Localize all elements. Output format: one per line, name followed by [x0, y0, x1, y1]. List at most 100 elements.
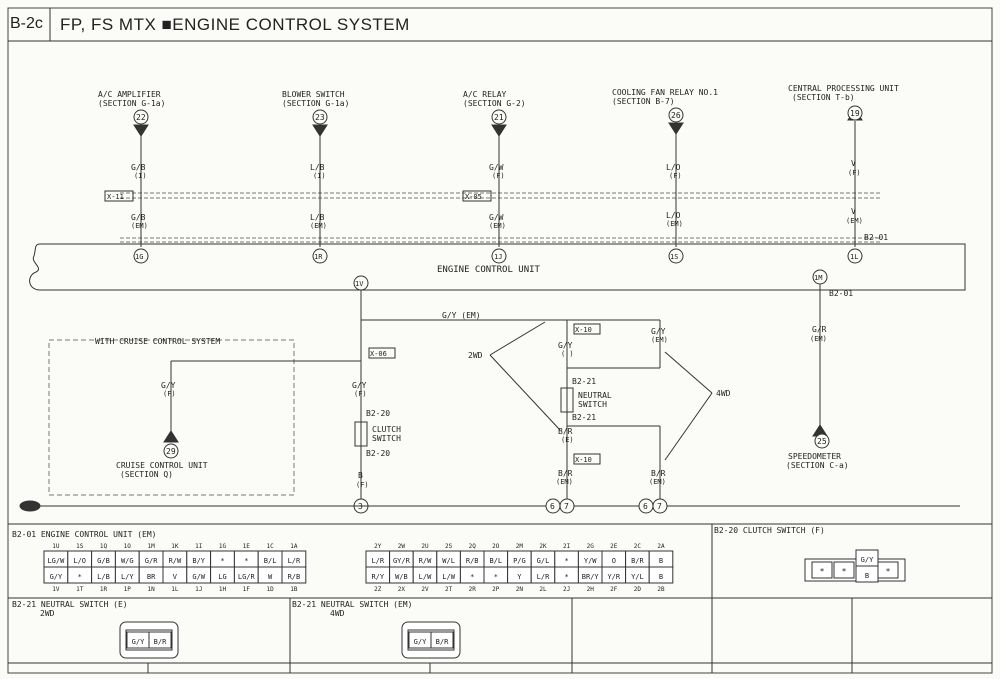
fan-relay-section: (SECTION B-7): [612, 97, 675, 106]
wire-gy-f: G/Y: [352, 381, 367, 390]
callout-2wd-upper: [489, 321, 546, 356]
ecu-left-pin-top: 1G: [219, 543, 227, 550]
ecu-right-pin-bot: 2H: [587, 586, 595, 593]
neutral-label-2: SWITCH: [578, 400, 607, 409]
connector-b221-upper: B2-21: [572, 377, 596, 386]
wire-gr-sub: (EM): [810, 335, 827, 343]
ecu-left-cell-text: B/Y: [192, 557, 205, 565]
wire-v-bot-sub: (EM): [846, 217, 863, 225]
connector-x10-lower-label: X-10: [575, 456, 592, 464]
connector-circle-7a: [559, 498, 575, 514]
clutch-pin-text: *: [842, 567, 847, 576]
ecu-right-pin-bot: 2V: [421, 586, 429, 593]
ecu-left-cell-text: L/B: [97, 573, 110, 581]
ecu-left-pin-bot: 1D: [266, 586, 274, 593]
ac-amp-label: A/C AMPLIFIER: [98, 90, 161, 99]
connector-b201-upper: B2-01: [864, 233, 888, 242]
ecu-right-pin-bot: 2X: [398, 586, 406, 593]
ecu-right-pin-top: 2U: [421, 543, 429, 550]
clutch-pin-text: *: [820, 567, 825, 576]
clutch-label-2: SWITCH: [372, 434, 401, 443]
speedo-section: (SECTION C-a): [786, 461, 849, 470]
wire-v-top: V: [851, 159, 856, 168]
connector-x05-label: X-05: [465, 193, 482, 201]
ecu-right-cell-text: BR/Y: [582, 573, 600, 581]
ecu-left-cell-text: *: [244, 557, 248, 565]
ecu-right-pin-bot: 2J: [563, 586, 570, 593]
ecu-right-cell-text: *: [564, 573, 568, 581]
wire-lo-top-sub: (F): [669, 172, 682, 180]
ecu-left-pin-bot: 1J: [195, 586, 202, 593]
ecu-left-pin-top: 1E: [243, 543, 251, 550]
connector-b220-lower: B2-20: [366, 449, 390, 458]
section-code: B-2c: [10, 15, 43, 32]
ac-relay-label: A/C RELAY: [463, 90, 507, 99]
circle-26-label: 26: [671, 111, 681, 120]
circle-1R-label: 1R: [314, 253, 323, 261]
ecu-right-pin-top: 2Q: [469, 543, 477, 550]
ground-terminal-icon: [19, 500, 41, 512]
ecu-right-cell-text: R/B: [466, 557, 479, 565]
ecu-left-cell-text: V: [173, 573, 178, 581]
ecu-table-title: B2-01 ENGINE CONTROL UNIT (EM): [12, 530, 157, 539]
wire-br-3: B/R: [651, 469, 666, 478]
ecu-left-cell: [281, 566, 307, 584]
cruise-unit-label: CRUISE CONTROL UNIT: [116, 461, 208, 470]
ecu-right-cell-text: *: [470, 573, 474, 581]
ecu-right-pin-top: 2S: [445, 543, 453, 550]
ns-em-sub: 4WD: [330, 609, 345, 618]
ecu-left-pin-top: 1S: [76, 543, 84, 550]
circle-1M-label: 1M: [814, 274, 822, 282]
clutch-pin-cell: [833, 561, 855, 579]
wire-gy-2: G/Y: [558, 341, 573, 350]
wire-gw-bot: G/W: [489, 213, 504, 222]
ecu-right-cell-text: Y/R: [607, 573, 620, 581]
connector-x05: [462, 190, 492, 202]
neutral-label: NEUTRAL: [578, 391, 612, 400]
ecu-right-cell-text: O: [612, 557, 616, 565]
ecu-right-pin-top: 2A: [657, 543, 665, 550]
circle-7b-label: 7: [657, 502, 662, 511]
connector-circle-1R: [312, 248, 328, 264]
cruise-unit-section: (SECTION Q): [120, 470, 173, 479]
clutch-pin-text: B: [865, 572, 869, 580]
fan-relay-label: COOLING FAN RELAY NO.1: [612, 88, 718, 97]
circle-6a-label: 6: [550, 502, 555, 511]
wire-br-2-sub: (EM): [556, 478, 573, 486]
connector-b221-lower: B2-21: [572, 413, 596, 422]
wire-lo-top: L/O: [666, 163, 681, 172]
ecu-left-cell-text: G/W: [192, 573, 205, 581]
ecu-left-pin-bot: 1R: [100, 586, 108, 593]
blower-label: BLOWER SWITCH: [282, 90, 345, 99]
ecu-right-pin-top: 2Y: [374, 543, 382, 550]
ecu-right-cell-text: L/R: [371, 557, 384, 565]
wire-gy-em: G/Y (EM): [442, 311, 481, 320]
speedo-label: SPEEDOMETER: [788, 452, 841, 461]
connector-b201-lower: B2-01: [829, 289, 853, 298]
ecu-left-cell-text: *: [220, 557, 224, 565]
ecu-right-pin-bot: 2R: [469, 586, 477, 593]
wire-gb-bot: G/B: [131, 213, 146, 222]
ecu-right-cell-text: L/W: [419, 573, 432, 581]
ecu-right-cell-text: Y/W: [584, 557, 597, 565]
ecu-right-cell-text: L/W: [442, 573, 455, 581]
ecu-left-pin-bot: 1P: [124, 586, 132, 593]
circle-1J-label: 1J: [494, 253, 502, 261]
label-2wd: 2WD: [468, 351, 483, 360]
circle-1V-label: 1V: [355, 280, 364, 288]
connector-x06: [368, 347, 396, 359]
clutch-pin-text: G/Y: [861, 556, 874, 564]
ecu-left-cell-text: LG/R: [238, 573, 256, 581]
ecu-right-pin-bot: 2F: [610, 586, 618, 593]
circle-7a-label: 7: [564, 502, 569, 511]
wire-lb-bot-sub: (EM): [310, 222, 327, 230]
ecu-left-cell-text: L/R: [288, 557, 301, 565]
connector-circle-1S: [668, 248, 684, 264]
ecu-right-pin-top: 2W: [398, 543, 406, 550]
wire-gb-top-sub: (I): [134, 172, 147, 180]
cpu-section: (SECTION T-b): [792, 93, 855, 102]
connector-circle-1L: [847, 248, 863, 264]
